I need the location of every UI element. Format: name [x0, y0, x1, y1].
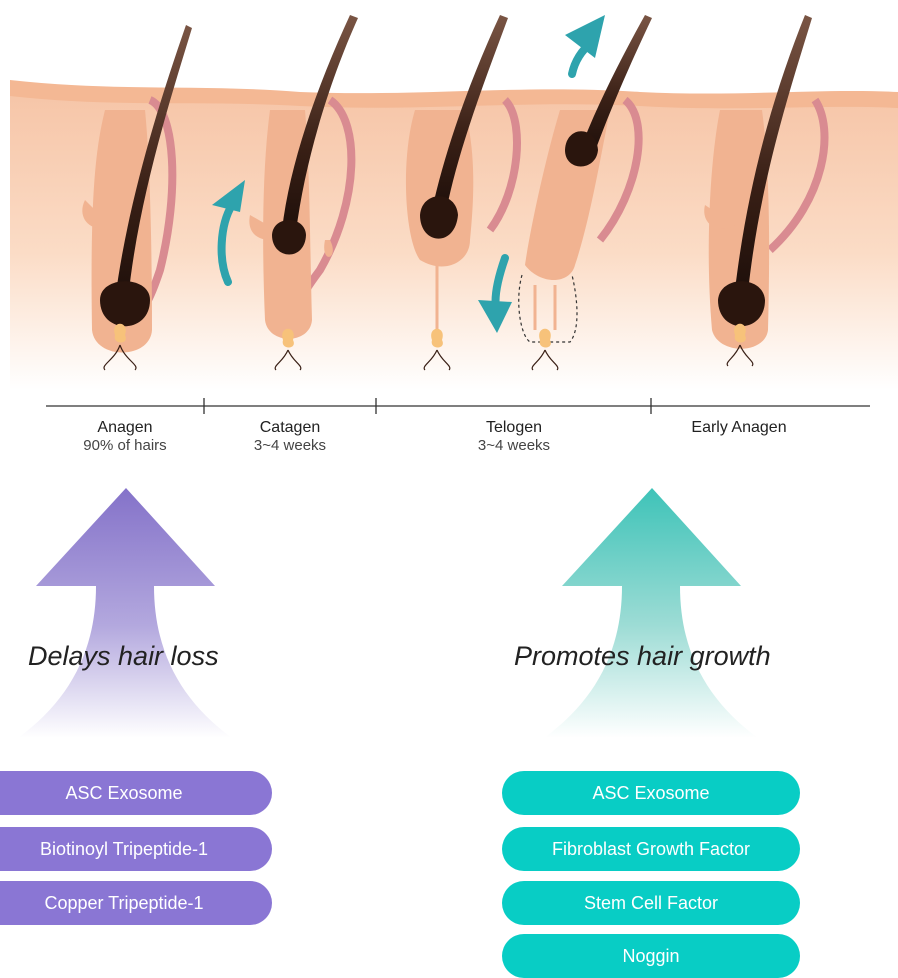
delay-loss-arrow-icon	[18, 488, 232, 738]
phase-name: Catagen	[220, 418, 360, 437]
ingredient-pill: Biotinoyl Tripeptide-1	[0, 827, 272, 871]
phase-name: Telogen	[444, 418, 584, 437]
ingredient-pill: ASC Exosome	[502, 771, 800, 815]
phase-anagen: Anagen 90% of hairs	[55, 418, 195, 454]
ingredient-pill: Stem Cell Factor	[502, 881, 800, 925]
ingredient-pill: ASC Exosome	[0, 771, 272, 815]
promotes-hair-growth-label: Promotes hair growth	[514, 641, 771, 672]
ingredient-pill: Fibroblast Growth Factor	[502, 827, 800, 871]
delays-hair-loss-label: Delays hair loss	[28, 641, 219, 672]
promote-growth-arrow-icon	[544, 488, 758, 738]
phase-name: Early Anagen	[659, 418, 819, 437]
phase-telogen: Telogen 3~4 weeks	[444, 418, 584, 454]
phase-duration: 3~4 weeks	[444, 437, 584, 454]
ingredient-pill: Noggin	[502, 934, 800, 978]
phase-catagen: Catagen 3~4 weeks	[220, 418, 360, 454]
phase-duration: 3~4 weeks	[220, 437, 360, 454]
phase-early-anagen: Early Anagen	[659, 418, 819, 437]
ingredient-pill: Copper Tripeptide-1	[0, 881, 272, 925]
phase-duration: 90% of hairs	[55, 437, 195, 454]
phase-name: Anagen	[55, 418, 195, 437]
